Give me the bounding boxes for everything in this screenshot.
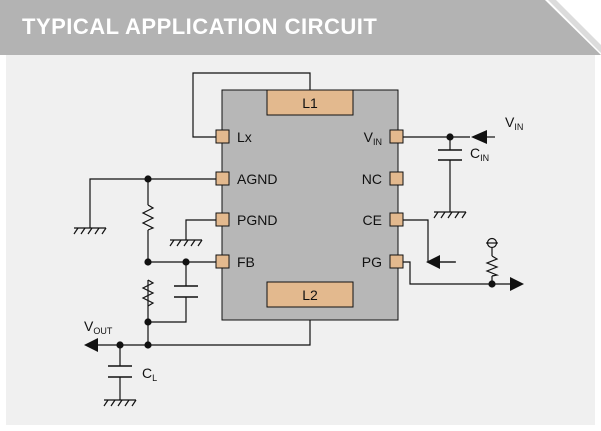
pg-arrow-icon (510, 277, 524, 291)
cl-ground-icon (103, 399, 137, 407)
lx-to-l1-wire (192, 72, 311, 138)
inductor-l2 (266, 281, 354, 308)
ce-wire (403, 219, 455, 263)
cff-bottom-wire (148, 297, 187, 323)
vout-label: VOUT (84, 318, 113, 336)
junction-dot (446, 133, 454, 141)
junction-dot (144, 175, 152, 183)
vout-arrow-icon (84, 338, 98, 352)
junction-dot (144, 341, 152, 349)
junction-dot (116, 341, 124, 349)
pin-ce (389, 212, 404, 227)
cl-label: CL (142, 365, 157, 383)
pin-label-ce: CE (363, 212, 382, 228)
cin-ground-icon (433, 211, 467, 219)
pg-wire (403, 261, 512, 285)
junction-dot (182, 258, 190, 266)
pgnd-ground-icon (169, 239, 203, 247)
pin-lx (215, 129, 230, 144)
agnd-ground-icon (73, 227, 107, 235)
pin-label-nc: NC (362, 171, 382, 187)
pin-pgnd (215, 212, 230, 227)
ce-arrow-icon (426, 255, 440, 269)
pullup-supply-icon (486, 237, 498, 249)
header-banner (0, 0, 601, 55)
l1-label: L1 (302, 95, 318, 111)
header-accent-stripe (548, 0, 601, 53)
l2-label: L2 (302, 287, 318, 303)
pin-fb (215, 254, 230, 269)
cin-label: CIN (470, 145, 489, 163)
pgnd-wire (185, 219, 217, 240)
section-title: TYPICAL APPLICATION CIRCUIT (22, 14, 378, 39)
agnd-wire (89, 178, 217, 228)
vin-label: VIN (505, 114, 523, 132)
junction-dot (488, 280, 496, 288)
inductor-l1 (266, 89, 354, 116)
pin-label-agnd: AGND (237, 171, 277, 187)
resistor-bottom (141, 279, 155, 307)
pin-nc (389, 171, 404, 186)
pin-label-fb: FB (237, 254, 255, 270)
pin-agnd (215, 171, 230, 186)
pullup-resistor (485, 255, 500, 277)
pin-label-vin: VIN (364, 129, 382, 147)
resistor-top (141, 204, 155, 231)
junction-dot (144, 258, 152, 266)
pin-vin (389, 129, 404, 144)
header-background (0, 0, 601, 55)
pin-pg (389, 254, 404, 269)
pin-label-lx: Lx (237, 129, 252, 145)
junction-dot (144, 318, 152, 326)
vin-arrow-icon (471, 130, 487, 144)
pin-label-pgnd: PGND (237, 212, 277, 228)
pin-label-pg: PG (362, 254, 382, 270)
